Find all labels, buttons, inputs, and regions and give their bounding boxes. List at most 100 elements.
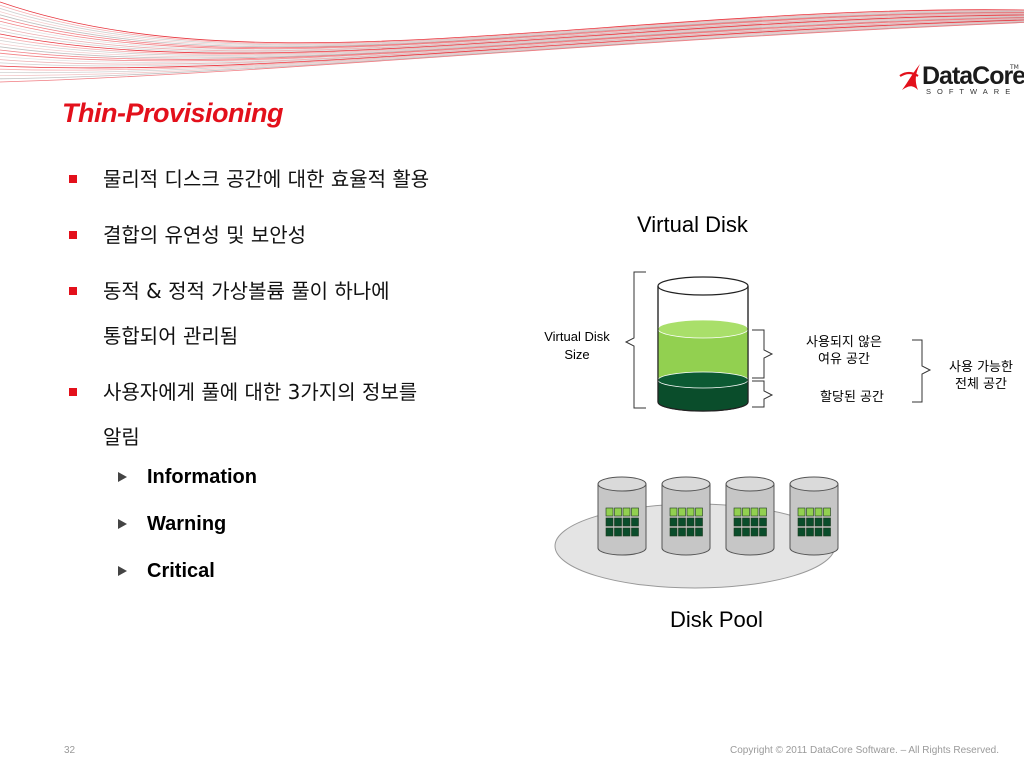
pool-disk-block <box>669 527 678 537</box>
pool-disk-block <box>759 507 767 517</box>
bullet-text-continued: 통합되어 관리됨 <box>103 324 239 348</box>
pool-disk-block <box>622 507 631 517</box>
bullet-item: 결합의 유연성 및 보안성 <box>66 219 546 252</box>
pool-disk-block <box>759 517 767 527</box>
pool-disk-block <box>631 527 639 537</box>
pool-disk-block <box>631 517 639 527</box>
pool-disk-block <box>823 527 831 537</box>
pool-disk-block <box>742 517 750 527</box>
pool-disk-block <box>806 517 814 527</box>
swoosh-line <box>0 20 1024 71</box>
pool-disk-block <box>669 517 678 527</box>
virtual-disk-size-line: Virtual Disk <box>544 329 610 344</box>
swoosh-line <box>0 13 1024 51</box>
pool-disk-block <box>759 527 767 537</box>
pool-disk-block <box>605 527 614 537</box>
pool-disk-block <box>622 517 631 527</box>
virtual-disk-size-brace <box>624 271 646 409</box>
swoosh-line <box>0 12 1024 50</box>
triangle-bullet-icon <box>118 519 127 529</box>
pool-disk-block <box>614 517 622 527</box>
bullet-text: 물리적 디스크 공간에 대한 효율적 활용 <box>103 167 430 191</box>
bullet-text-continued: 알림 <box>103 425 140 449</box>
datacore-logo: DataCore TM SOFTWARE <box>896 60 1024 98</box>
pool-disk-block <box>733 517 742 527</box>
swoosh-line <box>0 16 1024 59</box>
bullet-text: 동적 & 정적 가상볼륨 풀이 하나에 <box>103 279 390 303</box>
header-swoosh-decoration <box>0 1 1024 83</box>
swoosh-line <box>0 1 1024 44</box>
pool-disk-block <box>733 507 742 517</box>
allocated-space-top <box>657 371 749 389</box>
datacore-logo-mark-icon <box>899 64 920 90</box>
pool-disk-block <box>605 507 614 517</box>
swoosh-line <box>0 11 1024 47</box>
swoosh-line <box>0 15 1024 55</box>
total-usable-brace <box>912 339 932 403</box>
pool-disk-cylinder <box>725 476 775 556</box>
pool-disk-block <box>605 517 614 527</box>
pool-disk-block <box>823 517 831 527</box>
virtual-disk-top <box>657 276 749 296</box>
sub-bullet-text: Warning <box>147 513 227 535</box>
virtual-disk-size-label: Virtual Disk Size <box>537 328 617 364</box>
triangle-bullet-icon <box>118 566 127 576</box>
virtual-disk-diagram <box>624 271 932 412</box>
swoosh-line <box>0 14 1024 54</box>
pool-disk-block <box>686 507 695 517</box>
pool-disk-block <box>797 507 806 517</box>
pool-disk-cylinder <box>789 476 839 556</box>
pool-disk-block <box>742 527 750 537</box>
bullet-square-icon <box>69 231 77 239</box>
pool-disk-block <box>814 507 823 517</box>
pool-disk-block <box>695 527 703 537</box>
pool-disk-block <box>614 507 622 517</box>
pool-disk-block <box>814 527 823 537</box>
swoosh-line <box>0 18 1024 63</box>
pool-disk-block <box>806 527 814 537</box>
total-usable-line: 사용 가능한 <box>949 360 1013 375</box>
swoosh-line <box>0 13 1024 52</box>
bullet-item: 물리적 디스크 공간에 대한 효율적 활용 <box>66 163 546 196</box>
copyright-notice: Copyright © 2011 DataCore Software. – Al… <box>730 745 999 756</box>
pool-disk-block <box>631 507 639 517</box>
disk-pool-label: Disk Pool <box>670 607 763 632</box>
logo-wordmark: DataCore <box>922 62 1024 90</box>
swoosh-line <box>0 22 1024 83</box>
swoosh-line <box>0 17 1024 62</box>
pool-disk-block <box>742 507 750 517</box>
bullet-text: 결합의 유연성 및 보안성 <box>103 223 307 247</box>
allocated-space-brace <box>752 380 774 408</box>
swoosh-line <box>0 21 1024 80</box>
swoosh-line <box>0 19 1024 67</box>
pool-disk-block <box>797 527 806 537</box>
pool-disk-block <box>686 517 695 527</box>
swoosh-line <box>0 11 1024 48</box>
page-number: 32 <box>64 745 76 756</box>
pool-disk-block <box>733 527 742 537</box>
bullet-item: 사용자에게 풀에 대한 3가지의 정보를 알림 <box>66 376 546 454</box>
swoosh-line <box>0 4 1024 45</box>
sub-bullet-text: Information <box>147 466 257 488</box>
pool-disk-block <box>678 517 686 527</box>
pool-disk-block <box>669 507 678 517</box>
logo-trademark: TM <box>1010 64 1019 71</box>
unused-space-brace <box>752 329 774 379</box>
unused-space-top <box>657 319 749 339</box>
pool-disk-cylinder <box>661 476 711 556</box>
swoosh-line <box>0 8 1024 46</box>
swoosh-line <box>0 19 1024 69</box>
swoosh-line <box>0 17 1024 60</box>
swoosh-line <box>0 12 1024 49</box>
triangle-bullet-icon <box>118 472 127 482</box>
pool-disk-block <box>695 517 703 527</box>
pool-disk-block <box>686 527 695 537</box>
unused-space-line: 여유 공간 <box>818 352 870 367</box>
bullet-square-icon <box>69 175 77 183</box>
unused-space-label: 사용되지 않은 여유 공간 <box>792 334 896 368</box>
bullet-square-icon <box>69 287 77 295</box>
pool-disk-block <box>750 517 759 527</box>
pool-disk-block <box>678 507 686 517</box>
sub-bullet-text: Critical <box>147 560 215 582</box>
pool-disk-block <box>750 527 759 537</box>
